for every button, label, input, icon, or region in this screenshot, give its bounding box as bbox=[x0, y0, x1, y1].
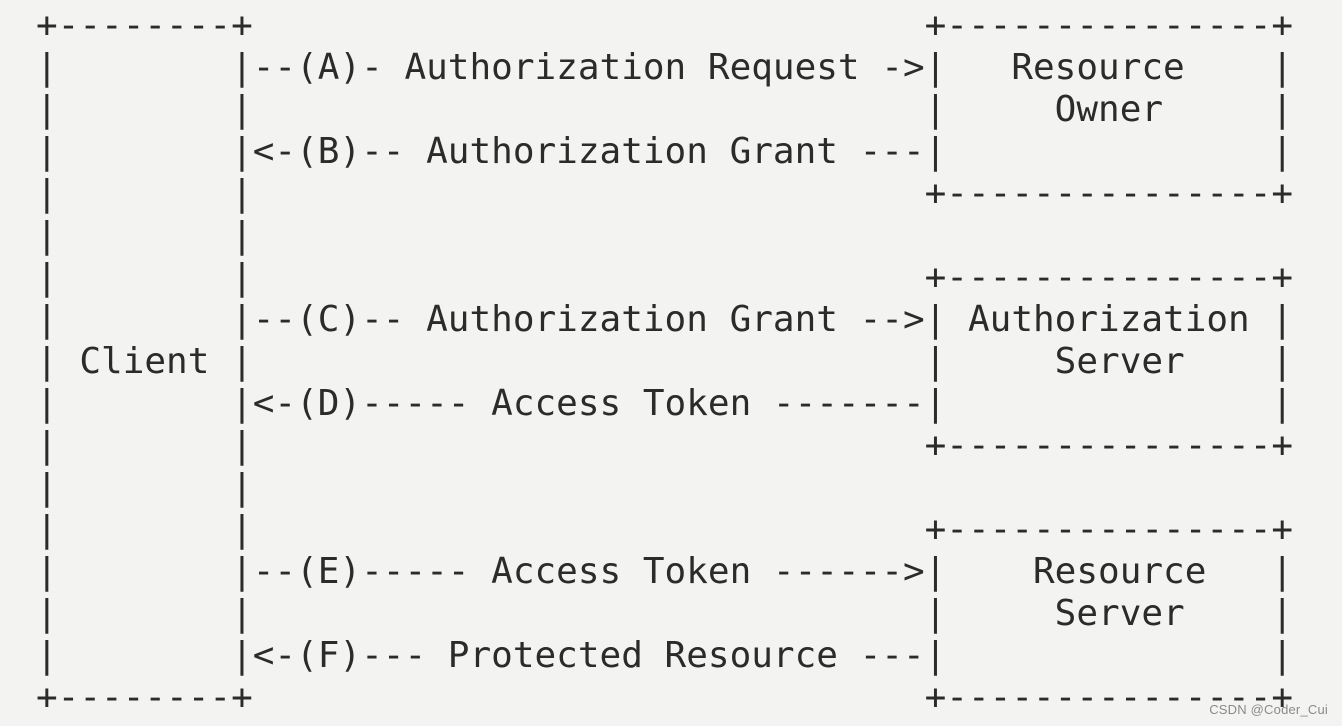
diagram-line-authorization-grant-c: | |--(C)-- Authorization Grant -->| Auth… bbox=[36, 299, 1294, 340]
diagram-line-access-token-d: | |<-(D)----- Access Token -------| | bbox=[36, 383, 1294, 424]
diagram-line-protected-resource-f: | |<-(F)--- Protected Resource ---| | bbox=[36, 635, 1294, 676]
diagram-line-resource-server-top: | | +---------------+ bbox=[36, 509, 1294, 550]
diagram-line-authorization-server-bottom: | | +---------------+ bbox=[36, 425, 1294, 466]
diagram-line-resource-server-label: | | | Server | bbox=[36, 593, 1294, 634]
diagram-line-access-token-e: | |--(E)----- Access Token ------>| Reso… bbox=[36, 551, 1294, 592]
diagram-line-authorization-server-top: | | +---------------+ bbox=[36, 257, 1294, 298]
diagram-line-spacer-2: | | bbox=[36, 467, 253, 508]
diagram-line-resource-owner-bottom: | | +---------------+ bbox=[36, 173, 1294, 214]
diagram-line-spacer-1: | | bbox=[36, 215, 253, 256]
diagram-line-authorization-grant-b: | |<-(B)-- Authorization Grant ---| | bbox=[36, 131, 1294, 172]
diagram-line-client-label: | Client | | Server | bbox=[36, 341, 1294, 382]
diagram-line-resource-owner-label: | | | Owner | bbox=[36, 89, 1294, 130]
diagram-line-bottom-borders: +--------+ +---------------+ bbox=[36, 677, 1294, 718]
diagram-line-client-top-border: +--------+ +---------------+ bbox=[36, 5, 1294, 46]
diagram-line-authorization-request: | |--(A)- Authorization Request ->| Reso… bbox=[36, 47, 1294, 88]
watermark: CSDN @Coder_Cui bbox=[1209, 702, 1328, 717]
